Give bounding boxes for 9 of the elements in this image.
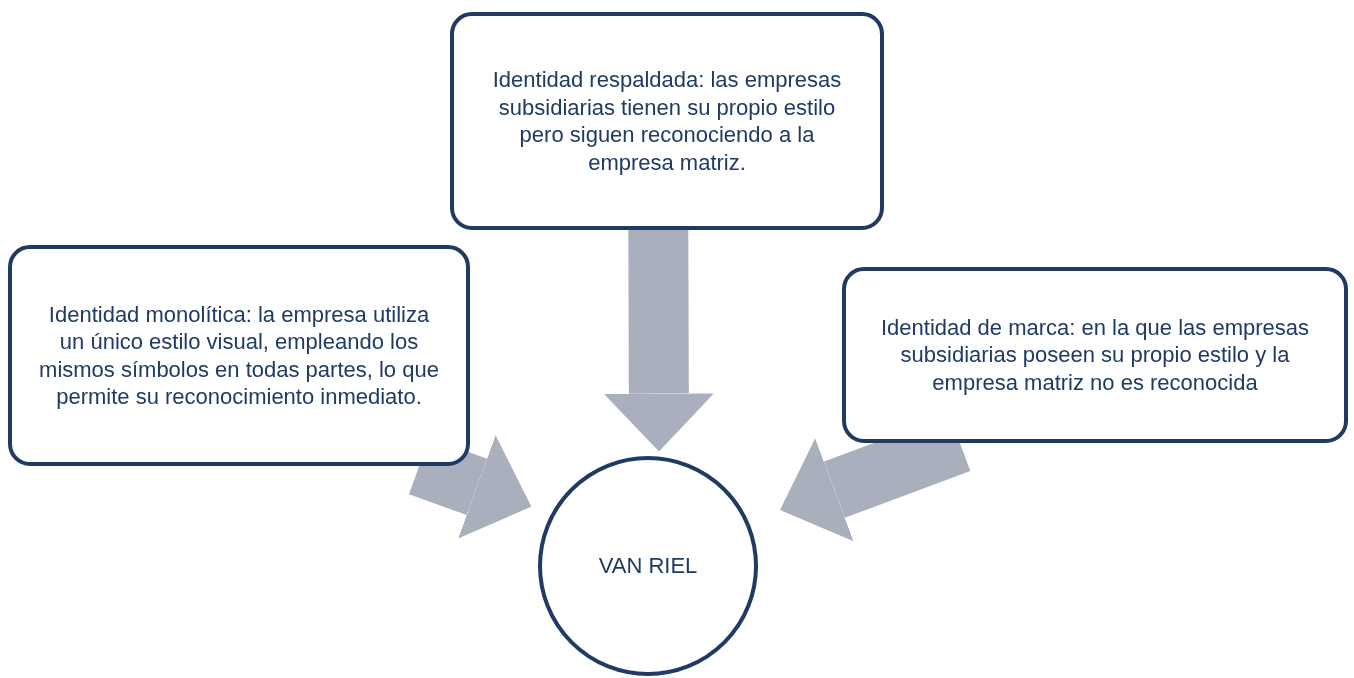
- rounded-box: [8, 245, 470, 466]
- block-arrow: [603, 229, 714, 452]
- node-text: Identidad monolítica: la empresa utiliza un único estilo visual, empleando los mismos símbolos en todas partes, lo que permite su reconocimiento inmediato.: [38, 300, 440, 411]
- block-arrow: [409, 435, 532, 539]
- node-text: Identidad respaldada: las empresas subsidiarias tienen su propio estilo pero siguen reconociendo a la empresa matriz.: [491, 66, 843, 176]
- node-text: VAN RIEL: [598, 552, 698, 580]
- node-text: Identidad de marca: en la que las empresas subsidiarias poseen su propio estilo y la empresa matriz no es reconocida: [879, 313, 1310, 397]
- rounded-box: [842, 267, 1348, 443]
- rounded-box: [450, 12, 884, 230]
